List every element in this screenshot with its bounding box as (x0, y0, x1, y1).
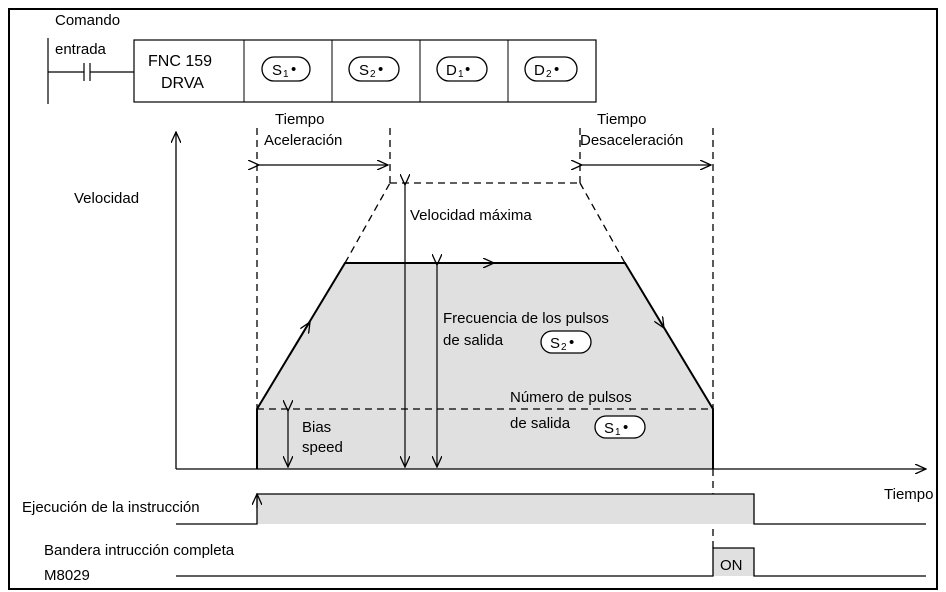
bias-label-1: Bias (302, 419, 331, 436)
completion-flag-signal (176, 547, 926, 577)
ladder-rung (47, 38, 597, 104)
m8029-label: M8029 (44, 567, 90, 584)
svg-text:•: • (554, 61, 559, 78)
execution-active-fill (257, 494, 754, 524)
comando-label: Comando (55, 12, 120, 29)
execution-label: Ejecución de la instrucción (22, 499, 200, 516)
instruction-box (133, 39, 597, 103)
frequency-label-1: Frecuencia de los pulsos (443, 310, 609, 327)
operand-s2-letter: S (359, 62, 369, 79)
accel-time-label-1: Tiempo (275, 111, 324, 128)
svg-text:S: S (550, 335, 560, 352)
accel-direction-arrow (289, 322, 310, 356)
svg-text:•: • (378, 61, 383, 78)
completion-flag-label: Bandera intrucción completa (44, 542, 235, 559)
figure-frame (8, 8, 938, 590)
operand-d2-letter: D (534, 62, 545, 79)
dashed-guides (256, 128, 714, 548)
decel-time-label-2: Desaceleración (580, 132, 683, 149)
accel-time-label-2: Aceleración (264, 132, 342, 149)
fnc-number: FNC 159 (148, 53, 212, 70)
fnc-mnemonic: DRVA (161, 75, 204, 92)
velocity-area (257, 263, 713, 469)
svg-text:•: • (465, 61, 470, 78)
max-speed-label: Velocidad máxima (410, 207, 532, 224)
completion-flag-fill (713, 548, 754, 576)
svg-text:2: 2 (546, 69, 552, 80)
on-label: ON (720, 557, 743, 574)
svg-text:•: • (291, 61, 296, 78)
svg-text:•: • (623, 419, 628, 436)
svg-text:1: 1 (458, 69, 464, 80)
velocity-axis-label: Velocidad (74, 190, 139, 207)
time-axis-label: Tiempo (884, 486, 933, 503)
decel-direction-arrow (643, 294, 664, 328)
frequency-label-2: de salida (443, 332, 504, 349)
pulse-count-label-2: de salida (510, 415, 571, 432)
svg-text:2: 2 (561, 342, 567, 353)
operand-s1-letter: S (272, 62, 282, 79)
svg-text:•: • (569, 334, 574, 351)
bias-label-2: speed (302, 439, 343, 456)
svg-text:2: 2 (370, 69, 376, 80)
svg-text:S: S (604, 420, 614, 437)
operand-d1-letter: D (446, 62, 457, 79)
decel-time-label-1: Tiempo (597, 111, 646, 128)
svg-text:1: 1 (283, 69, 289, 80)
entrada-label: entrada (55, 41, 107, 58)
svg-text:1: 1 (615, 427, 621, 438)
execution-signal (176, 493, 926, 525)
pulse-count-label-1: Número de pulsos (510, 389, 632, 406)
